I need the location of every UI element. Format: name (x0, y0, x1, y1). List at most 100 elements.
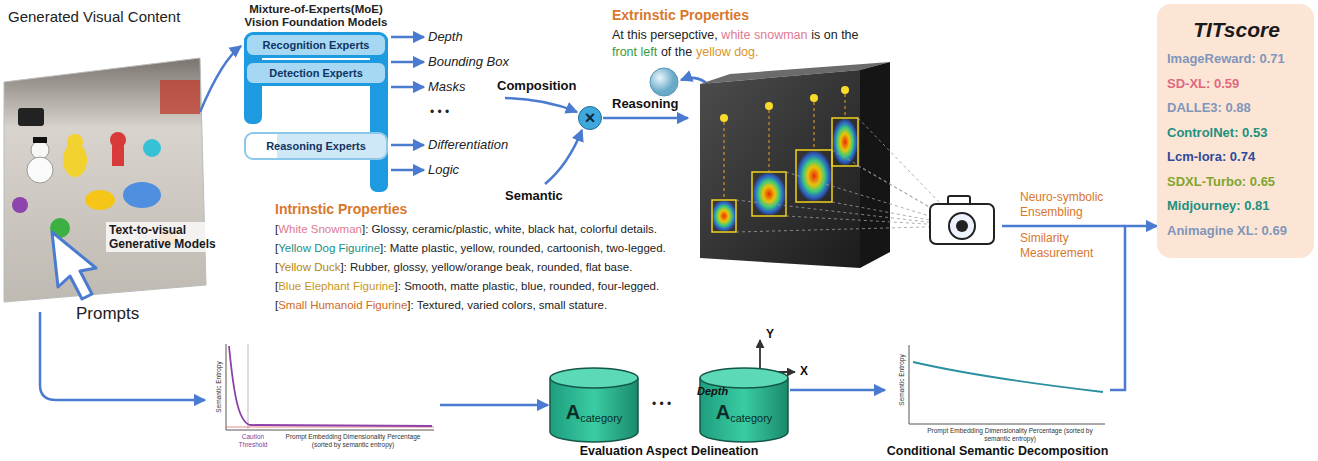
output-label: Bounding Box (428, 54, 509, 70)
viewpoint-sphere (650, 68, 678, 96)
generated-photo (123, 182, 161, 208)
chart-plot (909, 345, 910, 424)
flow-label: Semantic (505, 188, 563, 204)
camera-ray (736, 200, 962, 226)
operator-circle: × (578, 106, 602, 130)
flow-arrow (391, 86, 424, 89)
axis-title: Semantic Entropy (215, 352, 223, 422)
sentence-part: of the (661, 44, 692, 61)
object-name: white snowman (721, 27, 807, 44)
generated-photo (31, 141, 49, 159)
object-attributes: ]: Smooth, matte plastic, blue, rounded,… (395, 277, 660, 296)
flow-connector (790, 389, 885, 392)
3d-scene (712, 200, 736, 232)
aspect-subscript: category (580, 412, 622, 424)
object-name: Small Humanoid Figurine (278, 296, 407, 315)
3d-scene (711, 200, 737, 232)
camera-icon (930, 204, 994, 244)
text-line: [Yellow Duck]: Rubber, glossy, yellow/or… (275, 258, 666, 277)
object-name: Blue Elephant Figurine (278, 277, 394, 296)
flow-connector (1110, 226, 1157, 390)
cylinder-shape (698, 366, 790, 444)
axis-title: Prompt Embedding Dimensionality Percenta… (925, 427, 1095, 443)
operator-symbol: × (585, 109, 596, 127)
camera-icon (930, 196, 994, 244)
3d-scene (810, 94, 818, 102)
text-block: [White Snowman]: Glossy, ceramic/plastic… (275, 220, 666, 315)
object-attributes: ]: Rubber, glossy, yellow/orange beak, r… (340, 258, 632, 277)
flow-arrow (40, 312, 205, 400)
generated-photo (27, 157, 53, 183)
3d-scene (860, 62, 890, 268)
3d-scene (769, 110, 770, 172)
3d-scene (720, 86, 849, 122)
generated-photo (18, 108, 44, 126)
expert-label: Reasoning Experts (266, 140, 366, 152)
ellipsis: • • • (652, 396, 671, 412)
output-label: Depth (428, 29, 463, 45)
score-entry: SDXL-Turbo: 0.65 (1167, 173, 1275, 190)
ellipsis: • • • (430, 104, 449, 120)
object-attributes: ]: Glossy, ceramic/plastic, white, black… (362, 220, 657, 239)
expert-label: Recognition Experts (263, 39, 370, 51)
3d-scene (841, 86, 849, 94)
text-line: [Yellow Dog Figurine]: Matte plastic, ye… (275, 239, 666, 258)
chart-plot (226, 344, 227, 430)
generated-photo (67, 134, 83, 150)
aspect-subscript: category (730, 412, 772, 424)
axis-label: X (800, 364, 808, 378)
chart-plot (248, 344, 249, 430)
camera-ray (736, 118, 962, 232)
score-entry: ImageReward: 0.71 (1167, 50, 1285, 67)
text-line: At this persepctive,white snowmanis on t… (612, 27, 862, 44)
text-block: At this persepctive,white snowmanis on t… (612, 27, 862, 61)
object-name: White Snowman (278, 220, 362, 239)
object-attributes: ]: Matte plastic, yellow, rounded, carto… (380, 239, 666, 258)
annotation: Text-to-visual Generative Models (106, 222, 230, 252)
object-name: Yellow Duck (278, 258, 340, 277)
figure-title: Generated Visual Content (8, 8, 180, 25)
3d-scene (845, 94, 846, 118)
flow-arrow (391, 61, 424, 64)
generated-photo (160, 80, 200, 114)
axis-label: Depth (697, 385, 728, 398)
flow-label: Reasoning (612, 96, 678, 112)
flow-arrow (545, 130, 582, 184)
generated-photo (12, 197, 28, 213)
bracket: [ (275, 258, 278, 277)
section-heading: Extrinstic Properties (612, 7, 749, 23)
section-heading: Intrinstic Properties (275, 201, 407, 217)
flow-label: Composition (497, 78, 576, 94)
axis-arrow (759, 340, 761, 372)
generated-photo (112, 146, 124, 166)
entropy-chart: Semantic EntropyCaution ThresholdPrompt … (212, 338, 440, 456)
aspect-symbol: A (716, 401, 730, 423)
flow-arrow (1002, 225, 1125, 228)
axis-label: Y (766, 327, 774, 341)
3d-scene (832, 118, 858, 166)
generated-photo (0, 50, 210, 310)
text-line: [Small Humanoid Figurine]: Textured, var… (275, 296, 666, 315)
text-line: [Blue Elephant Figurine]: Smooth, matte … (275, 277, 666, 296)
score-entry: DALLE3: 0.88 (1167, 99, 1251, 116)
bracket: [ (275, 220, 278, 239)
flow-arrow (391, 169, 424, 172)
bracket: [ (275, 239, 278, 258)
score-title: TITscore (1193, 18, 1280, 42)
flow-connector (440, 404, 548, 407)
process-label: Neuro-symbolic Ensembling (1020, 190, 1120, 220)
generated-photo (33, 137, 47, 143)
output-label: Masks (428, 79, 466, 95)
score-entry: Midjourney: 0.81 (1167, 197, 1270, 214)
moe-group: Mixture-of-Experts(MoE) Vision Foundatio… (236, 2, 396, 194)
flow-arrow (603, 117, 688, 120)
generated-photo (110, 132, 126, 148)
output-label: Differentiation (428, 137, 508, 153)
aspect-cylinder: Acategory (698, 366, 790, 444)
3d-scene (700, 70, 860, 268)
chart-plot (909, 424, 1105, 425)
3d-scene (720, 114, 728, 122)
3d-scene (796, 150, 832, 202)
cylinder-shape (548, 366, 640, 444)
flow-arrow (505, 98, 577, 112)
